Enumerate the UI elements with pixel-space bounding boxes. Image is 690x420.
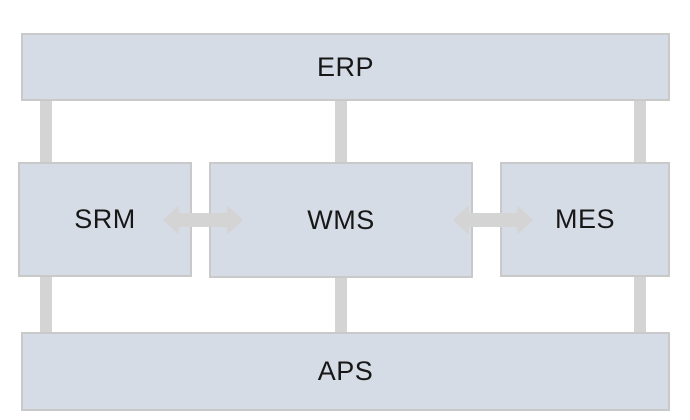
node-srm[interactable]: SRM — [18, 162, 192, 277]
node-erp-label: ERP — [316, 51, 375, 82]
connector-srm-aps-double-arrow-icon — [32, 261, 60, 347]
node-wms-label: WMS — [307, 204, 375, 235]
node-srm-label: SRM — [74, 204, 136, 234]
connector-wms-aps-double-arrow-icon — [327, 261, 355, 347]
node-erp[interactable]: ERP — [21, 33, 670, 101]
node-aps[interactable]: APS — [21, 332, 670, 411]
connector-erp-wms-double-arrow-icon — [327, 84, 355, 178]
node-aps-label: APS — [317, 356, 374, 386]
connector-wms-mes-double-arrow-icon — [453, 205, 533, 235]
node-mes-label: MES — [554, 204, 615, 234]
connector-erp-mes-double-arrow-icon — [626, 84, 654, 178]
node-wms[interactable]: WMS — [209, 162, 473, 278]
connector-srm-wms-double-arrow-icon — [163, 205, 243, 235]
connector-erp-srm-double-arrow-icon — [32, 84, 60, 178]
connector-mes-aps-double-arrow-icon — [626, 261, 654, 347]
